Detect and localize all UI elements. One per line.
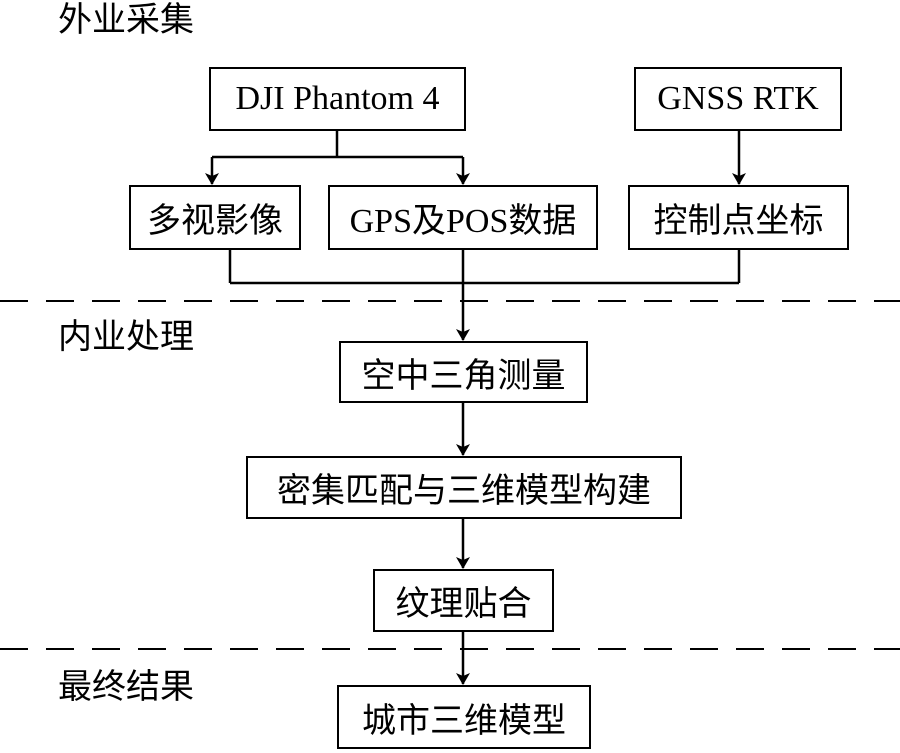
node-control-points: 控制点坐标 (628, 185, 849, 250)
node-aerial-triangulation: 空中三角测量 (339, 341, 588, 403)
section-label-result: 最终结果 (58, 669, 194, 706)
node-gnss-rtk: GNSS RTK (634, 67, 842, 131)
node-gps-pos-data: GPS及POS数据 (328, 185, 598, 250)
node-dense-matching: 密集匹配与三维模型构建 (246, 456, 682, 519)
node-texture-mapping: 纹理贴合 (373, 569, 554, 632)
node-dji-phantom: DJI Phantom 4 (209, 67, 466, 131)
node-city-3d-model: 城市三维模型 (337, 685, 591, 749)
node-multiview-images: 多视影像 (129, 185, 301, 250)
section-label-office: 内业处理 (58, 319, 194, 356)
section-label-field: 外业采集 (58, 2, 194, 39)
